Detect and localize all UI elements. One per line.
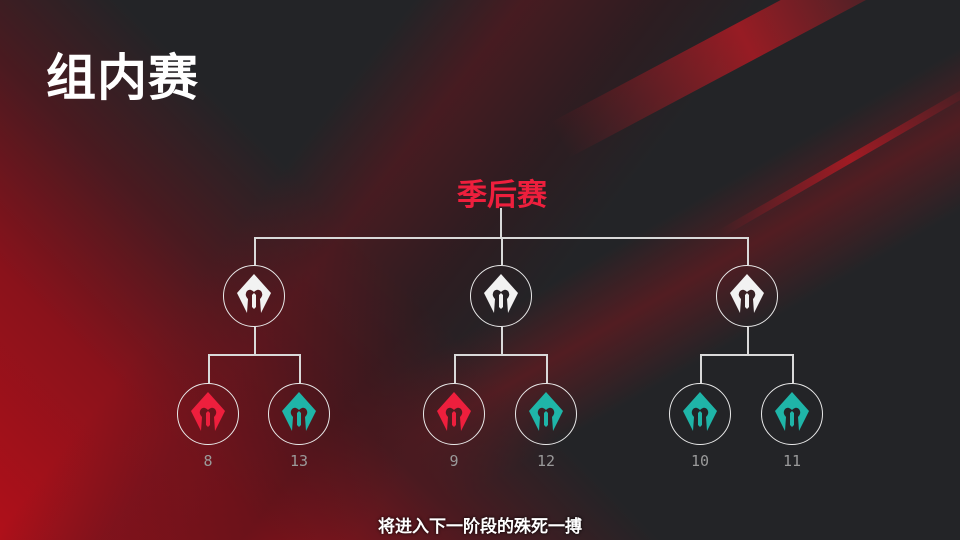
- team-seed: 8: [203, 452, 213, 470]
- connector: [254, 327, 256, 354]
- connector: [700, 354, 702, 383]
- connector: [208, 354, 210, 383]
- team-node[interactable]: [669, 383, 731, 445]
- helmet-icon: [680, 391, 720, 437]
- connector: [208, 354, 299, 356]
- group-winner-node[interactable]: [470, 265, 532, 327]
- team-seed: 10: [690, 452, 710, 470]
- helmet-icon: [772, 391, 812, 437]
- connector: [700, 354, 792, 356]
- connector: [501, 327, 503, 354]
- team-node[interactable]: [177, 383, 239, 445]
- team-node[interactable]: [268, 383, 330, 445]
- connector: [299, 354, 301, 383]
- helmet-icon: [526, 391, 566, 437]
- connector: [747, 237, 749, 265]
- team-node[interactable]: [515, 383, 577, 445]
- group-winner-node[interactable]: [716, 265, 778, 327]
- subtitle-caption: 将进入下一阶段的殊死一搏: [378, 517, 582, 537]
- connector: [501, 237, 503, 265]
- helmet-icon: [234, 273, 274, 319]
- helmet-icon: [279, 391, 319, 437]
- group-winner-node[interactable]: [223, 265, 285, 327]
- connector: [500, 208, 502, 238]
- page-title: 组内赛: [46, 49, 199, 107]
- team-seed: 11: [782, 452, 802, 470]
- connector: [454, 354, 546, 356]
- connector: [792, 354, 794, 383]
- playoff-label: 季后赛: [457, 178, 547, 213]
- team-node[interactable]: [761, 383, 823, 445]
- connector: [454, 354, 456, 383]
- connector: [747, 327, 749, 354]
- team-seed: 12: [536, 452, 556, 470]
- helmet-icon: [188, 391, 228, 437]
- team-seed: 13: [289, 452, 309, 470]
- helmet-icon: [727, 273, 767, 319]
- team-seed: 9: [449, 452, 459, 470]
- team-node[interactable]: [423, 383, 485, 445]
- helmet-icon: [481, 273, 521, 319]
- connector: [546, 354, 548, 383]
- connector: [254, 237, 256, 265]
- helmet-icon: [434, 391, 474, 437]
